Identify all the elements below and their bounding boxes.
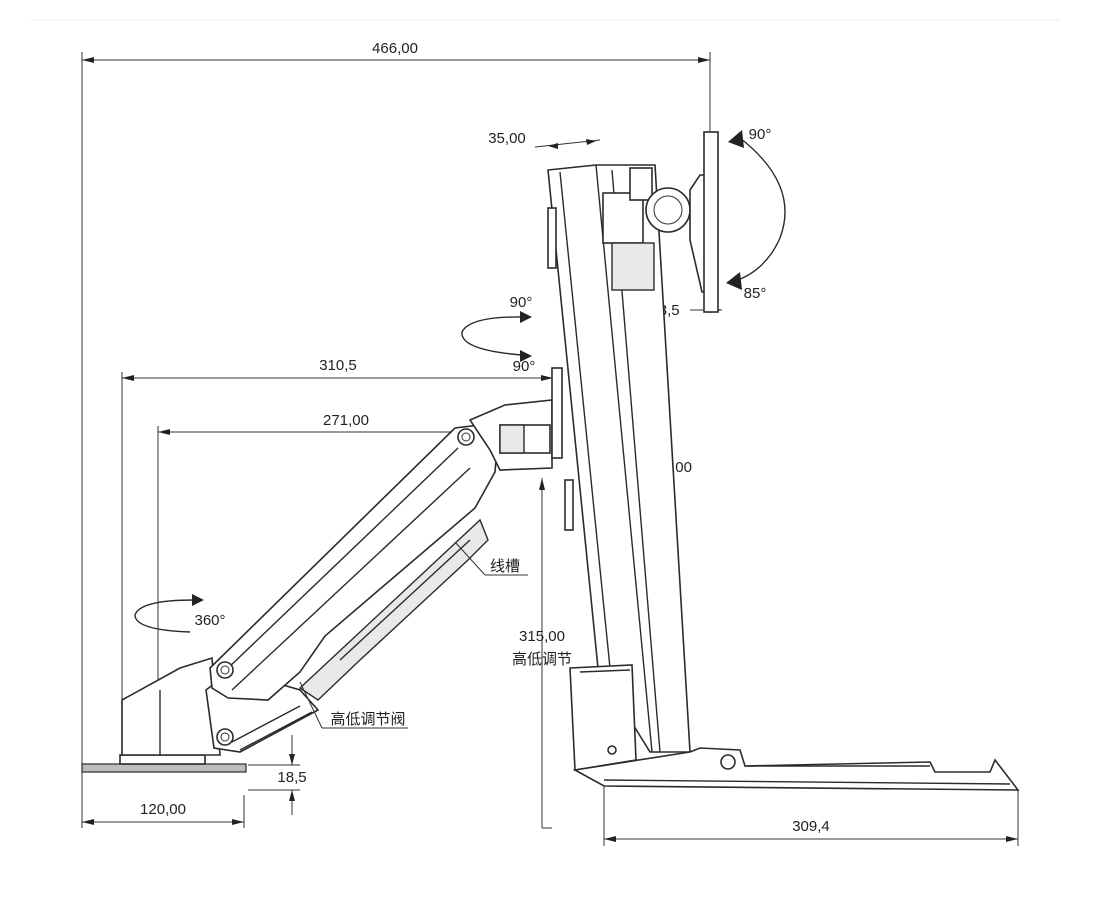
gas-spring-arm	[205, 399, 553, 753]
dim-base-thickness-label: 18,5	[277, 769, 306, 786]
cable-channel-label: 线槽	[490, 558, 520, 575]
dim-arm-reach: 310,5	[121, 357, 553, 700]
upper-pivot-pin	[457, 428, 475, 446]
desk-clamp-base	[81, 656, 247, 773]
tilt-rotation-indicator: 90° 85°	[726, 126, 786, 302]
vesa-tilt-head	[602, 131, 719, 313]
base-rotation-indicator: 360°	[134, 594, 226, 633]
dim-pole-width: 35,00	[488, 130, 601, 149]
dim-total-width: 466,00	[81, 40, 711, 828]
height-valve-callout: 高低调节阀	[299, 681, 408, 729]
swivel-top-label: 90°	[510, 294, 533, 311]
dim-height-range: 315,00 高低调节	[512, 478, 572, 829]
dim-arm-reach-label: 310,5	[319, 357, 357, 374]
valve-pivot-pin	[216, 728, 234, 746]
tilt-down-label: 85°	[744, 285, 767, 302]
swivel-bottom-label: 90°	[513, 358, 536, 375]
base-spin-label: 360°	[194, 612, 225, 629]
dim-pole-width-label: 35,00	[488, 130, 526, 147]
cable-channel-callout: 线槽	[454, 541, 528, 576]
dim-clamp-width: 120,00	[82, 795, 245, 828]
dim-total-width-label: 466,00	[372, 40, 418, 57]
laptop-tray	[572, 747, 1020, 791]
dim-clamp-width-label: 120,00	[140, 801, 186, 818]
tilt-knob	[645, 187, 691, 233]
swivel-rotation-indicator: 90° 90°	[461, 294, 536, 375]
vertical-pole	[547, 164, 691, 771]
dim-tray-depth: 309,4	[603, 786, 1019, 846]
dim-arm-inner-label: 271,00	[323, 412, 369, 429]
dim-height-range-label: 315,00	[519, 628, 565, 645]
height-adjust-label: 高低调节	[512, 651, 572, 668]
height-valve-label: 高低调节阀	[330, 711, 405, 728]
dim-tray-depth-label: 309,4	[792, 818, 830, 835]
dim-base-thickness: 18,5	[248, 735, 307, 815]
vesa-plate	[703, 131, 719, 313]
lower-pivot-pin	[216, 661, 234, 679]
tilt-up-label: 90°	[749, 126, 772, 143]
